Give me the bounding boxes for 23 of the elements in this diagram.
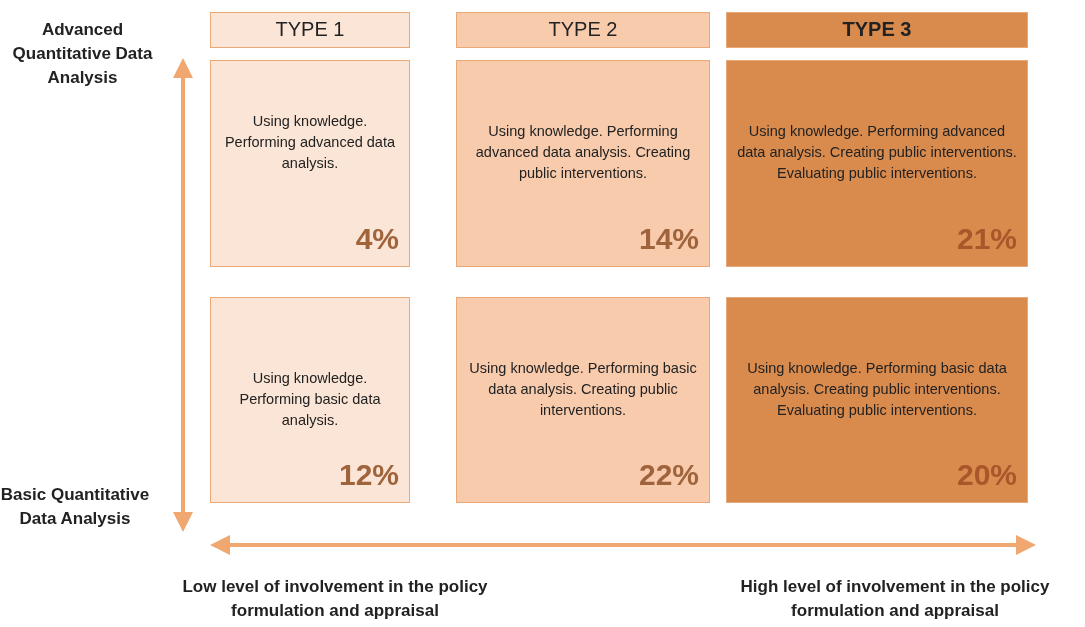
percentage-text: 12% [338,458,399,492]
percentage-text: 22% [638,458,699,492]
description-text: Using knowledge. Performing basic data analysis. Creating public interventions. [468,359,698,420]
axis-label: Basic Quantitative Data Analysis [0,484,150,530]
percentage-text: 4% [355,222,399,256]
type-header: TYPE 3 [726,12,1028,48]
category-card [726,60,1028,267]
description-text: Using knowledge. Performing advanced data analysis. [223,112,397,173]
description-text: Using knowledge. Performing basic data analysis. Creating public interventions. Evaluating public interventions. [746,359,1008,420]
axis-label: Advanced Quantitative Data Analysis [11,19,154,89]
type-header: TYPE 1 [210,12,410,48]
axis-label: High level of involvement in the policy formulation and appraisal [739,576,1051,622]
category-card [456,60,710,267]
axis-label: Low level of involvement in the policy formulation and appraisal [181,576,489,622]
percentage-text: 14% [638,222,699,256]
category-card [210,60,410,267]
type-header: TYPE 2 [456,12,710,48]
category-card [726,297,1028,503]
description-text: Using knowledge. Performing advanced data analysis. Creating public interventions. Evaluating public interventions. [736,122,1018,183]
category-card [210,297,410,503]
category-card [456,297,710,503]
description-text: Using knowledge. Performing basic data analysis. [238,369,382,430]
description-text: Using knowledge. Performing advanced data analysis. Creating public interventions. [474,122,692,183]
